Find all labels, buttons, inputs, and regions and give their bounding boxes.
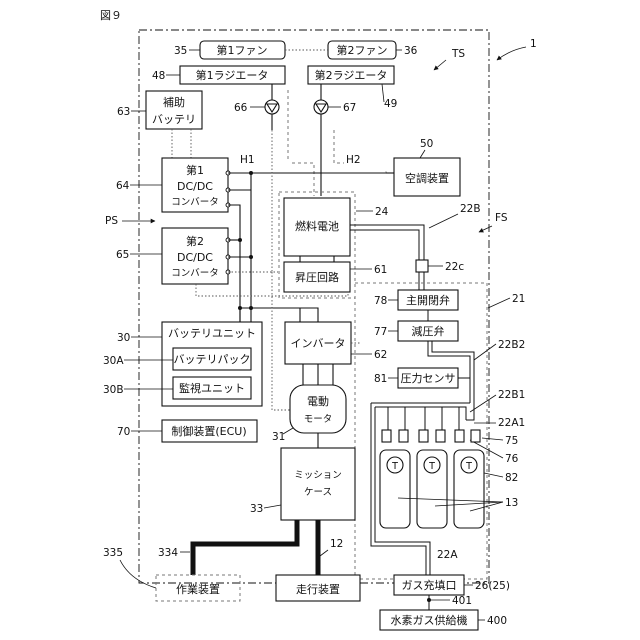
svg-text:78: 78 [374,295,387,307]
svg-text:76: 76 [505,453,519,465]
ref-ps: PS [105,215,118,227]
svg-text:圧力センサ: 圧力センサ [401,372,456,385]
svg-text:75: 75 [505,435,518,447]
svg-text:22B1: 22B1 [498,389,525,401]
svg-text:22B2: 22B2 [498,339,525,351]
svg-text:コンバータ: コンバータ [171,197,219,208]
svg-text:35: 35 [174,45,187,57]
fan2-label: 第2ファン [337,43,388,57]
svg-text:制御装置(ECU): 制御装置(ECU) [171,424,246,438]
svg-text:バッテリ: バッテリ [152,113,196,126]
svg-text:65: 65 [116,249,129,261]
svg-text:22A: 22A [437,549,458,561]
svg-text:334: 334 [158,547,178,559]
svg-text:33: 33 [250,503,263,515]
svg-text:T: T [391,461,398,472]
svg-text:401: 401 [452,595,472,607]
svg-text:30A: 30A [103,355,124,367]
svg-text:22B: 22B [460,203,481,215]
svg-text:主開閉弁: 主開閉弁 [406,293,450,307]
svg-text:電動: 電動 [307,394,329,408]
svg-text:77: 77 [374,326,387,338]
svg-text:81: 81 [374,373,387,385]
svg-text:ミッション: ミッション [294,470,342,481]
svg-text:モータ: モータ [304,414,333,425]
svg-text:67: 67 [343,102,356,114]
ref-1: 1 [530,38,537,50]
svg-text:コンバータ: コンバータ [171,268,219,279]
fan1-label: 第1ファン [217,43,268,57]
svg-text:13: 13 [505,497,518,509]
svg-text:昇圧回路: 昇圧回路 [295,271,339,284]
svg-text:22A1: 22A1 [498,417,525,429]
svg-text:50: 50 [420,138,433,150]
svg-text:335: 335 [103,547,123,559]
ref-ts: TS [451,48,465,60]
ref-fs: FS [495,212,508,224]
svg-text:インバータ: インバータ [291,337,346,350]
rad2-label: 第2ラジエータ [315,68,388,82]
svg-text:T: T [465,461,472,472]
svg-text:DC/DC: DC/DC [177,251,213,264]
rad1-label: 第1ラジエータ [196,68,269,82]
svg-text:22c: 22c [445,261,464,273]
svg-text:第1: 第1 [186,163,204,177]
svg-text:バッテリパック: バッテリパック [174,353,251,366]
svg-text:監視ユニット: 監視ユニット [179,381,245,395]
svg-text:空調装置: 空調装置 [405,171,449,185]
svg-text:64: 64 [116,180,130,192]
svg-text:30: 30 [117,332,130,344]
svg-text:62: 62 [374,349,387,361]
svg-text:70: 70 [117,426,130,438]
svg-text:H1: H1 [240,154,255,166]
svg-text:400: 400 [487,615,507,627]
svg-text:ガス充填口: ガス充填口 [402,578,457,592]
svg-text:バッテリユニット: バッテリユニット [168,327,256,340]
svg-text:12: 12 [330,538,343,550]
svg-text:燃料電池: 燃料電池 [295,219,339,233]
svg-text:作業装置: 作業装置 [176,583,220,596]
valve-22c [416,260,428,272]
svg-text:第2: 第2 [186,234,204,248]
svg-text:36: 36 [404,45,418,57]
svg-text:30B: 30B [103,384,124,396]
svg-text:H2: H2 [346,154,361,166]
svg-text:減圧弁: 減圧弁 [412,324,445,338]
motor-box [290,385,346,433]
mission-case-box [281,448,355,520]
svg-text:DC/DC: DC/DC [177,180,213,193]
svg-text:49: 49 [384,98,397,110]
svg-text:26(25): 26(25) [475,580,510,592]
svg-text:82: 82 [505,472,518,484]
svg-text:補助: 補助 [163,95,185,109]
svg-text:水素ガス供給機: 水素ガス供給機 [391,613,468,627]
svg-text:63: 63 [117,106,130,118]
svg-text:24: 24 [375,206,389,218]
svg-text:ケース: ケース [304,487,332,498]
figure-label: 図９ [100,9,122,22]
svg-text:61: 61 [374,264,387,276]
svg-text:T: T [428,461,435,472]
svg-text:21: 21 [512,293,525,305]
svg-text:48: 48 [152,70,165,82]
svg-text:66: 66 [234,102,248,114]
svg-text:走行装置: 走行装置 [296,583,340,596]
svg-text:31: 31 [272,431,285,443]
